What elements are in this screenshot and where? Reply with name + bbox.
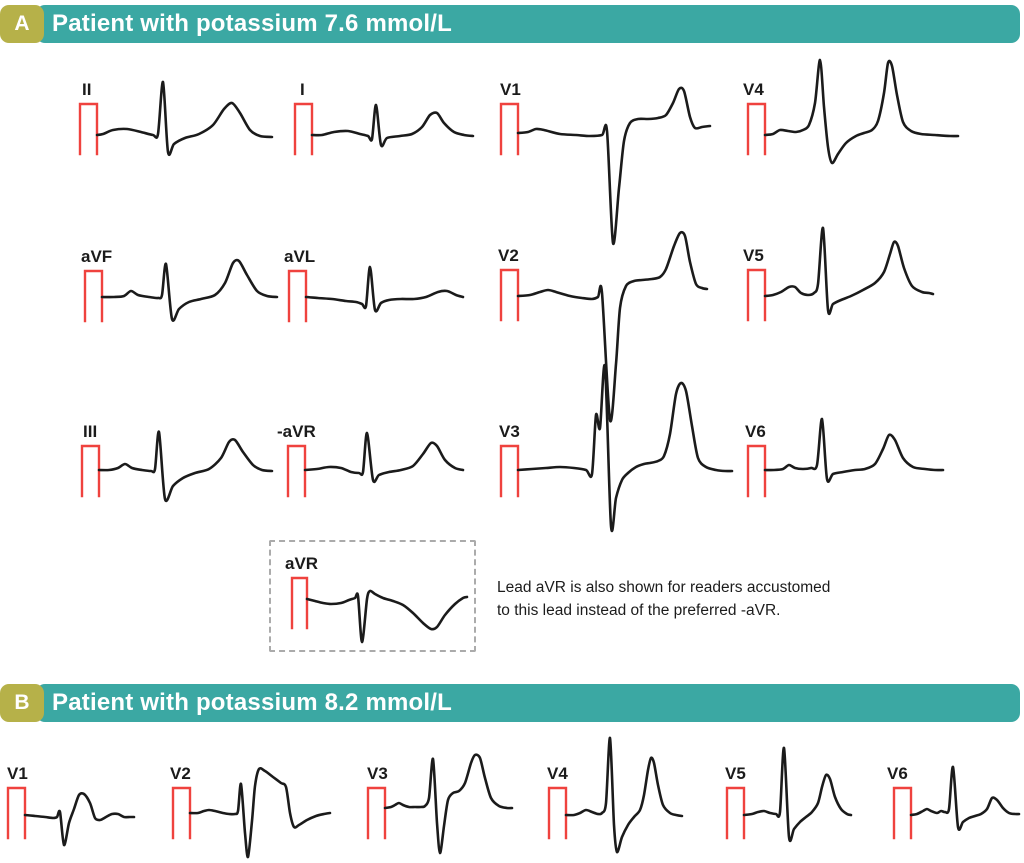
ecg-trace — [516, 86, 712, 246]
calibration-pulse — [499, 102, 520, 156]
ecg-trace — [95, 80, 274, 157]
ecg-trace — [564, 736, 684, 854]
panel-b-header-bar: Patient with potassium 8.2 mmol/L — [36, 684, 1020, 722]
lead-V6: V6 — [745, 417, 945, 498]
lead-V3: V3 — [366, 753, 514, 855]
panel-a-header-bar: Patient with potassium 7.6 mmol/L — [36, 5, 1020, 43]
calibration-pulse — [286, 444, 307, 498]
ecg-trace — [763, 417, 945, 483]
calibration-pulse — [499, 444, 520, 498]
ecg-trace — [100, 258, 279, 322]
lead-label: aVF — [81, 247, 112, 266]
lead-III: III — [80, 422, 274, 503]
avr-inset-box — [269, 540, 476, 652]
lead-V5: V5 — [743, 226, 935, 322]
ecg-trace — [383, 753, 514, 855]
calibration-pulse — [547, 786, 568, 840]
lead-label: V4 — [743, 80, 764, 99]
lead-label: V3 — [499, 422, 520, 441]
lead-V2: V2 — [498, 230, 709, 423]
lead-label: V3 — [367, 764, 388, 783]
lead--aVR: -aVR — [277, 422, 465, 498]
lead-V4: V4 — [743, 58, 960, 165]
lead-aVR: aVR — [285, 554, 469, 644]
avr-note-line2: to this lead instead of the preferred -a… — [497, 602, 781, 619]
panel-b-title: Patient with potassium 8.2 mmol/L — [52, 689, 452, 716]
calibration-pulse — [366, 786, 387, 840]
calibration-pulse — [499, 268, 520, 322]
lead-label: V2 — [498, 246, 519, 265]
lead-label: aVR — [285, 554, 318, 573]
lead-V6: V6 — [887, 764, 1021, 840]
calibration-pulse — [171, 786, 192, 840]
calibration-pulse — [725, 786, 746, 840]
panel-b-badge: B — [0, 684, 44, 722]
panel-a-badge: A — [0, 5, 44, 43]
ecg-trace — [763, 226, 935, 316]
ecg-trace — [516, 230, 709, 423]
lead-label: II — [82, 80, 91, 99]
lead-II: II — [78, 80, 274, 157]
ecg-trace — [23, 791, 136, 847]
calibration-pulse — [746, 102, 767, 156]
lead-I: I — [293, 80, 475, 156]
lead-label: III — [83, 422, 97, 441]
ecg-trace — [516, 363, 734, 533]
ecg-trace — [305, 589, 469, 644]
ecg-trace — [909, 765, 1021, 832]
ecg-trace — [97, 430, 274, 503]
ecg-trace — [742, 746, 853, 843]
ecg-trace — [303, 431, 465, 484]
calibration-pulse — [80, 444, 101, 498]
lead-aVL: aVL — [284, 247, 465, 323]
calibration-pulse — [287, 269, 308, 323]
ecg-trace — [310, 103, 475, 148]
lead-V1: V1 — [499, 80, 712, 246]
lead-label: V5 — [743, 246, 764, 265]
lead-label: V4 — [547, 764, 568, 783]
lead-label: I — [300, 80, 305, 99]
avr-note: Lead aVR is also shown for readers accus… — [497, 576, 857, 622]
calibration-pulse — [6, 786, 27, 840]
calibration-pulse — [293, 102, 314, 156]
lead-V3: V3 — [499, 363, 734, 533]
lead-label: V6 — [745, 422, 766, 441]
lead-label: V5 — [725, 764, 746, 783]
panel-a-title: Patient with potassium 7.6 mmol/L — [52, 10, 452, 37]
lead-label: V2 — [170, 764, 191, 783]
lead-V2: V2 — [170, 764, 332, 859]
lead-V4: V4 — [547, 736, 684, 854]
calibration-pulse — [746, 444, 767, 498]
avr-note-line1: Lead aVR is also shown for readers accus… — [497, 579, 831, 596]
lead-label: V1 — [7, 764, 28, 783]
ecg-trace — [304, 265, 465, 313]
calibration-pulse — [83, 269, 104, 323]
lead-V1: V1 — [6, 764, 136, 847]
lead-V5: V5 — [725, 746, 853, 843]
ecg-trace — [763, 58, 960, 165]
lead-label: V6 — [887, 764, 908, 783]
calibration-pulse — [892, 786, 913, 840]
ecg-trace — [188, 766, 332, 859]
lead-label: -aVR — [277, 422, 316, 441]
lead-label: V1 — [500, 80, 521, 99]
calibration-pulse — [746, 268, 767, 322]
lead-label: aVL — [284, 247, 315, 266]
calibration-pulse — [290, 576, 309, 630]
lead-aVF: aVF — [81, 247, 279, 323]
calibration-pulse — [78, 102, 99, 156]
